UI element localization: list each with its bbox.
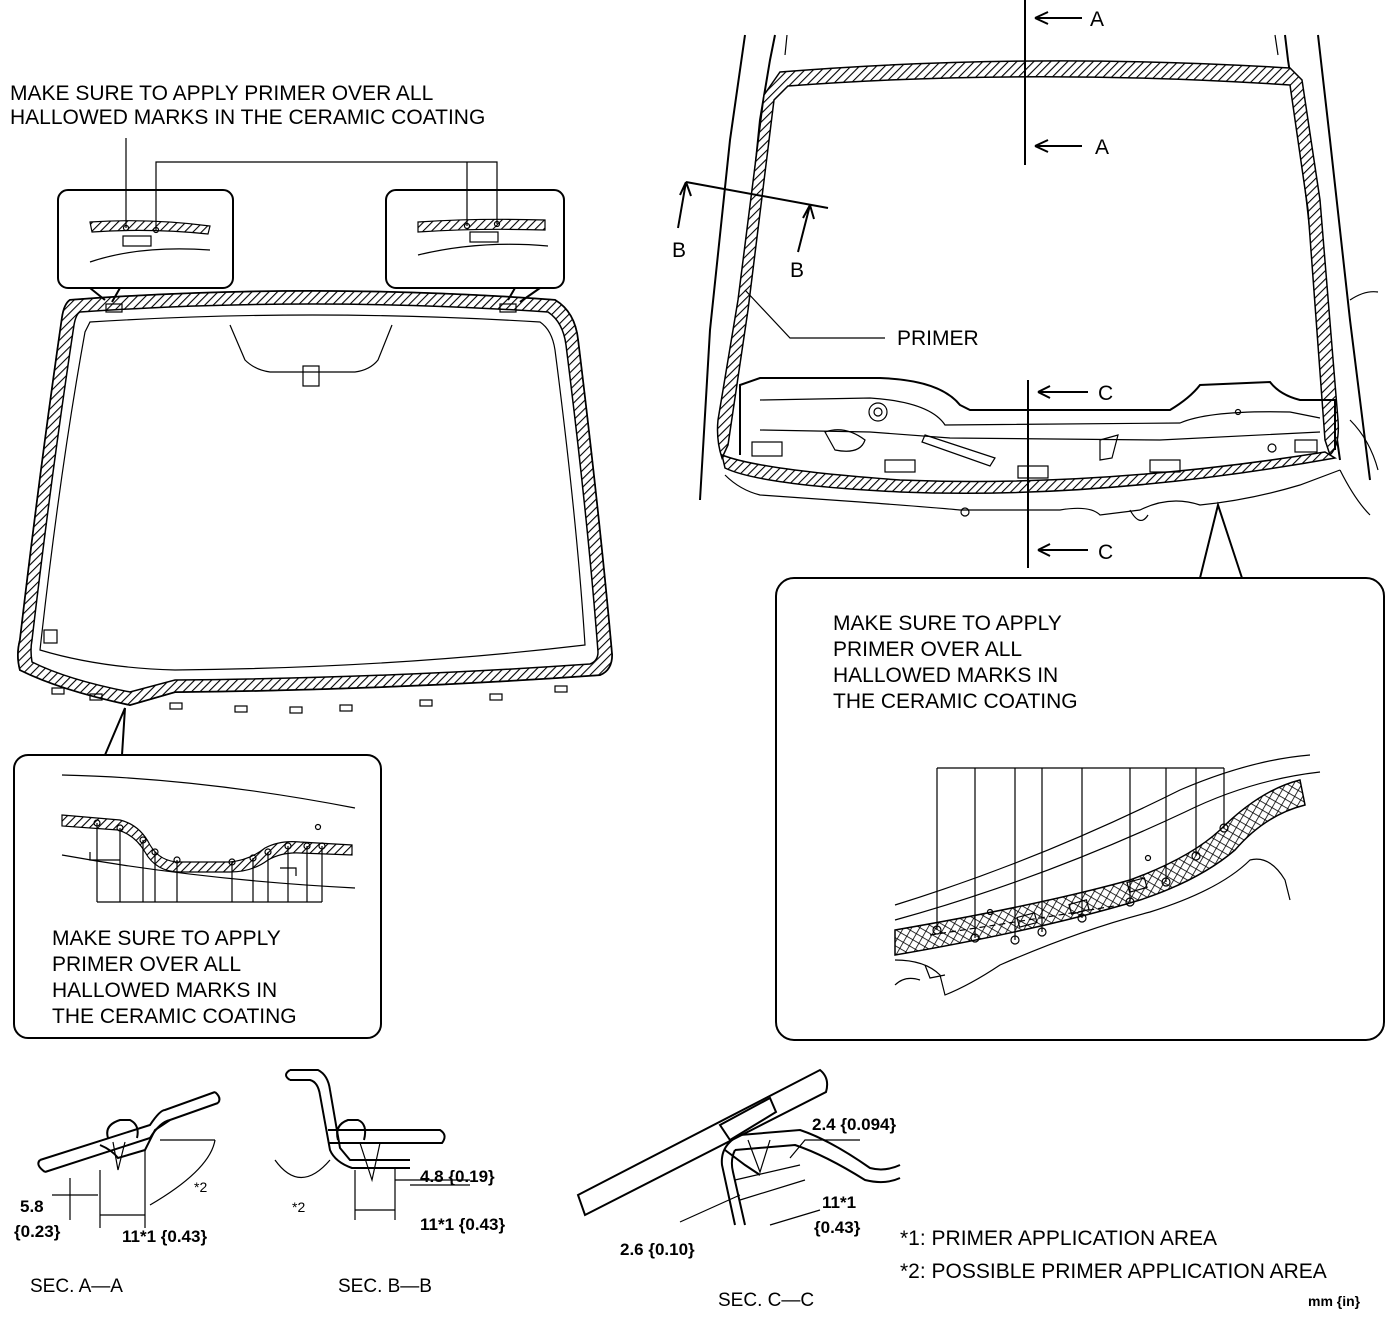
sec-cc-dim1: 2.4 {0.094} [812,1115,897,1134]
note-right-line2: PRIMER OVER ALL [833,638,1022,661]
inset-top-left [57,189,234,303]
section-c-label-bottom: C [1098,541,1113,564]
section-bb: 4.8 {0.19} 11*1 {0.43} *2 SEC. B—B [274,1069,505,1297]
note-bottom-left-line2: PRIMER OVER ALL [52,953,241,976]
note-top-left: MAKE SURE TO APPLY PRIMER OVER ALL HALLO… [10,82,485,129]
legend-item-1: *1: PRIMER APPLICATION AREA [900,1227,1217,1250]
section-b-label-right: B [790,259,804,282]
sec-cc-dim2-in: {0.43} [814,1218,861,1237]
section-a-label-top: A [1090,8,1104,31]
sec-aa-dim1-in: {0.23} [14,1222,61,1241]
sec-cc-dim2: 11*1 [822,1193,856,1212]
sec-bb-ref: *2 [292,1199,305,1215]
sec-bb-title: SEC. B—B [338,1276,432,1297]
note-right-line3: HALLOWED MARKS IN [833,664,1058,687]
note-right: MAKE SURE TO APPLY PRIMER OVER ALL HALLO… [833,612,1078,713]
sec-bb-dim1: 4.8 {0.19} [420,1167,495,1186]
note-bottom-left-line1: MAKE SURE TO APPLY [52,927,281,950]
sec-bb-dim2: 11*1 {0.43} [420,1215,505,1234]
inset-bottom-left [13,707,382,1039]
windshield-glass [17,290,614,714]
body-opening [699,34,1379,521]
legend: *1: PRIMER APPLICATION AREA *2: POSSIBLE… [900,1227,1361,1309]
inset-top-right [385,189,565,303]
sec-cc-dim3: 2.6 {0.10} [620,1240,695,1259]
section-cc: 2.4 {0.094} 11*1 {0.43} 2.6 {0.10} SEC. … [576,1068,901,1311]
section-c-label-top: C [1098,382,1113,405]
sec-aa-dim2: 11*1 {0.43} [122,1227,207,1246]
note-top-left-line1: MAKE SURE TO APPLY PRIMER OVER ALL [10,82,433,105]
sec-aa-title: SEC. A—A [30,1276,123,1297]
primer-label: PRIMER [897,327,979,350]
note-bottom-left-line4: THE CERAMIC COATING [52,1005,297,1028]
sec-aa-ref: *2 [194,1179,207,1195]
inset-right [775,501,1385,1041]
note-right-line1: MAKE SURE TO APPLY [833,612,1062,635]
legend-units: mm {in} [1308,1293,1361,1309]
note-bottom-left-line3: HALLOWED MARKS IN [52,979,277,1002]
sec-aa-dim1: 5.8 [20,1197,44,1216]
section-lines: A A B B C C PRIMER [672,0,1113,568]
section-a-label-bottom: A [1095,136,1109,159]
section-b-label-left: B [672,239,686,262]
sec-cc-title: SEC. C—C [718,1290,814,1311]
top-note-leaders [125,138,498,230]
note-top-left-line2: HALLOWED MARKS IN THE CERAMIC COATING [10,106,485,129]
legend-item-2: *2: POSSIBLE PRIMER APPLICATION AREA [900,1260,1327,1283]
note-bottom-left: MAKE SURE TO APPLY PRIMER OVER ALL HALLO… [52,927,297,1028]
note-right-line4: THE CERAMIC COATING [833,690,1078,713]
section-aa: 5.8 {0.23} 11*1 {0.43} *2 SEC. A—A [14,1091,221,1297]
